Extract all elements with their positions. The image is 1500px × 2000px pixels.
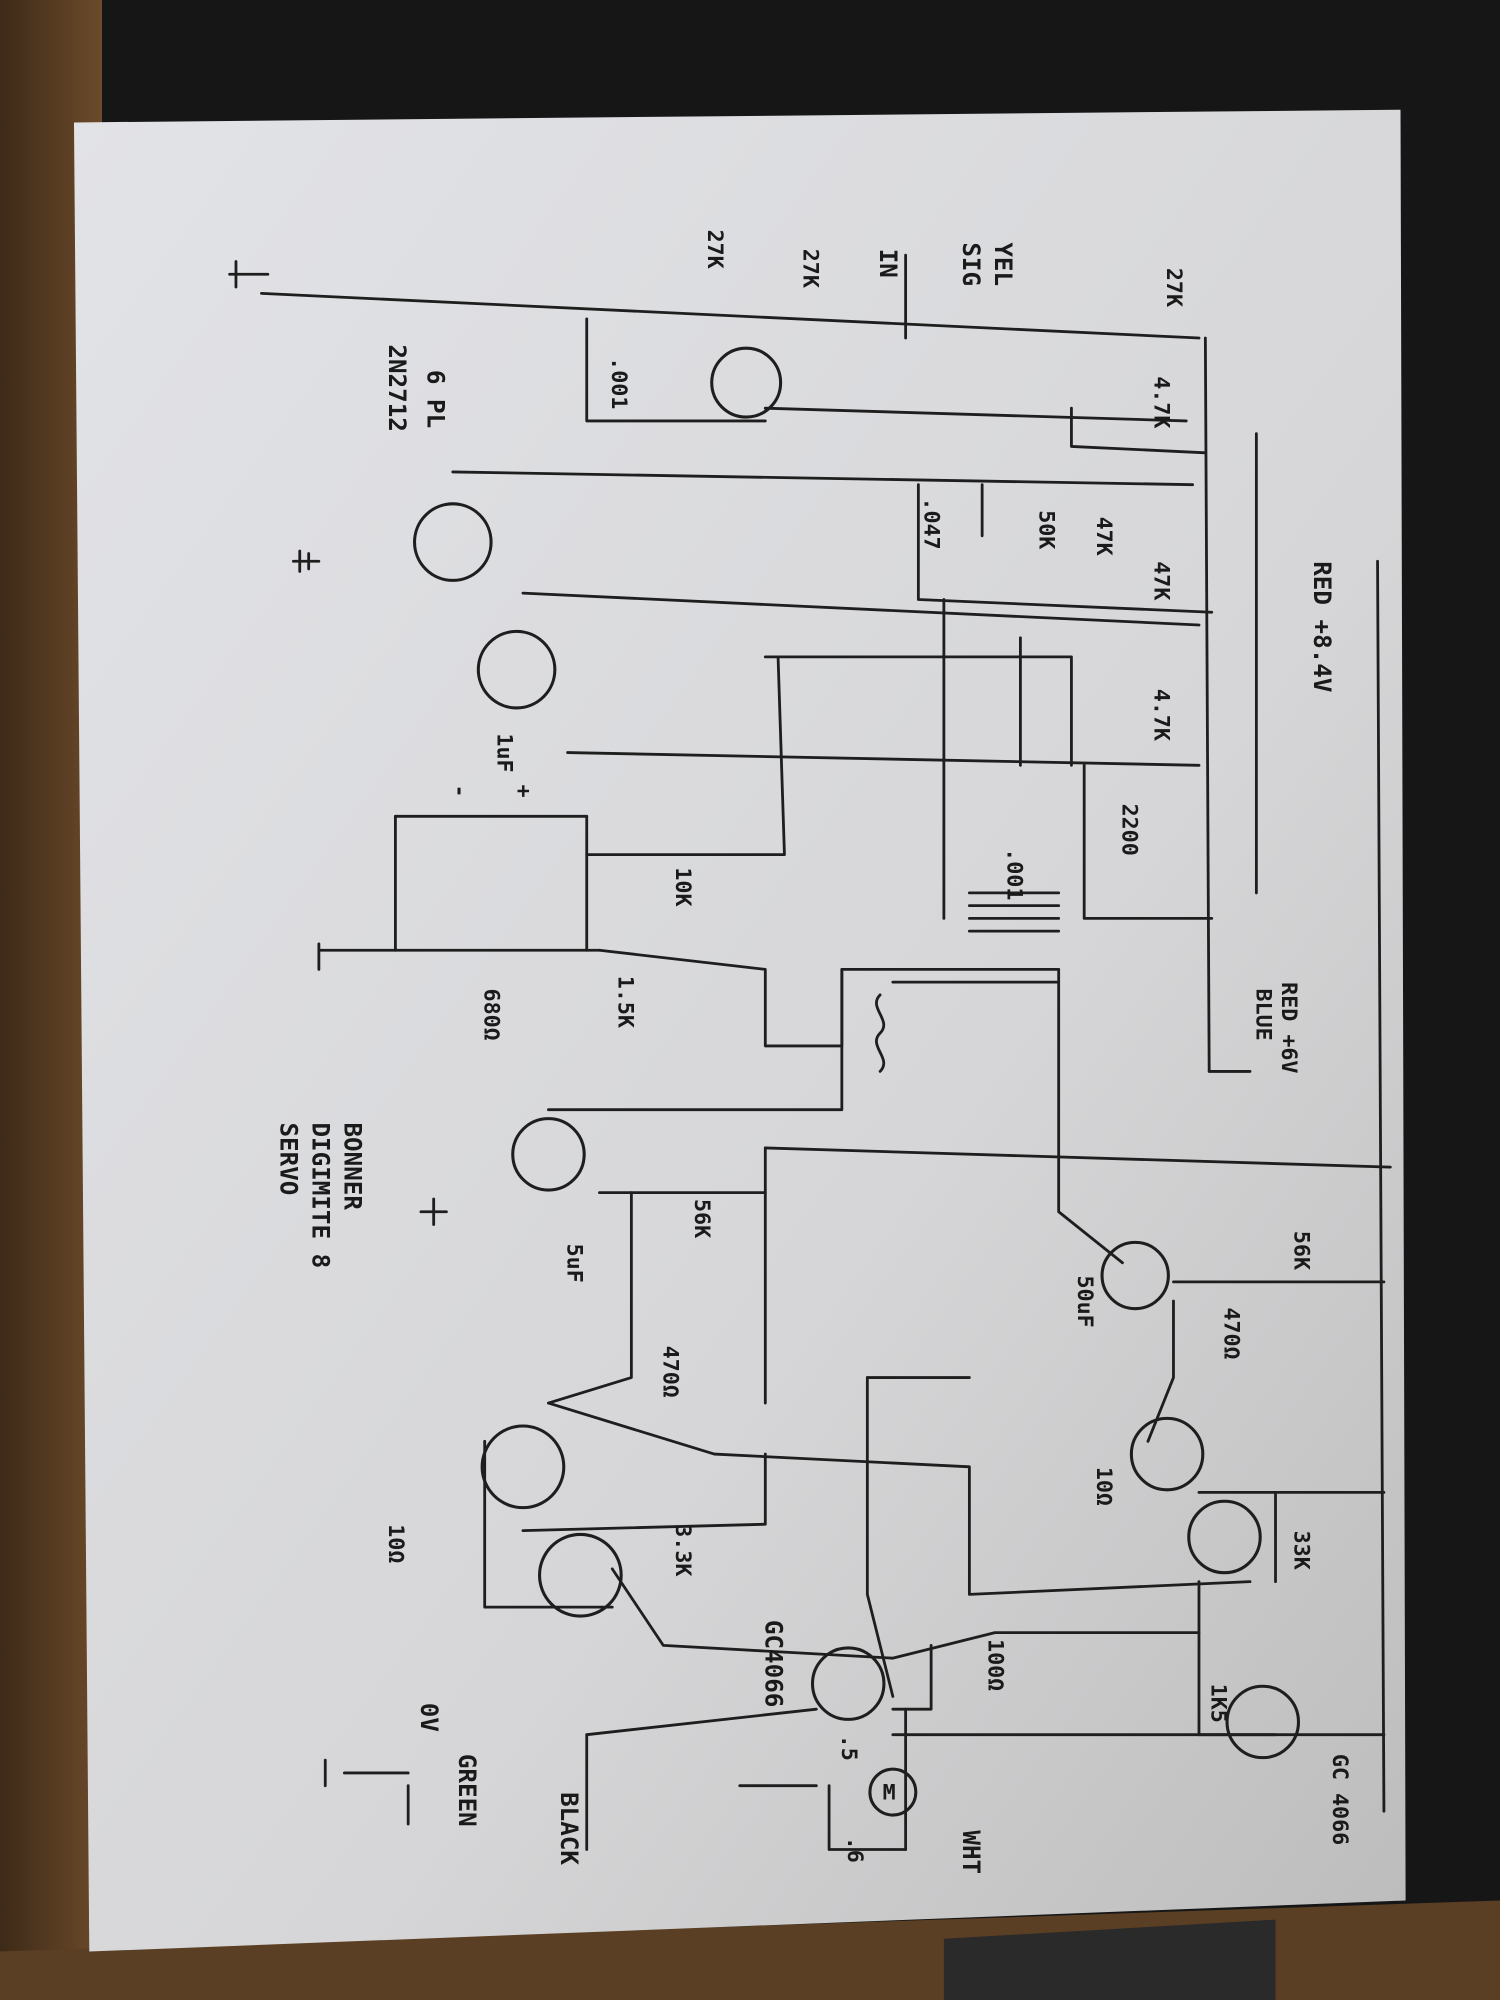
- label-047-cap: .047: [919, 497, 944, 549]
- transistors: M: [413, 346, 1300, 1817]
- transistor-q7: [1187, 1499, 1262, 1575]
- label-27k-c: 27K: [702, 230, 727, 269]
- label-27k-a: 27K: [1161, 268, 1186, 307]
- transistor-gc4066-a: [810, 1646, 886, 1721]
- label-minus: -: [447, 784, 472, 797]
- labels: RED +8.4V RED +6V BLUE YEL SIG IN 27K 27…: [275, 230, 1352, 1875]
- transistor-q6: [1129, 1416, 1205, 1492]
- transistor-q1: [710, 346, 783, 419]
- transistor-q3: [476, 629, 557, 710]
- label-05-cap: .5: [836, 1735, 861, 1761]
- label-47k-b: 47K: [1148, 561, 1173, 600]
- label-47k-a: 47K: [1091, 517, 1116, 556]
- label-33k: 33K: [1289, 1531, 1314, 1570]
- label-10-ohm-a: 10Ω: [1091, 1467, 1116, 1506]
- label-4-7k-a: 4.7K: [1148, 376, 1173, 428]
- label-001-cap-a: .001: [606, 357, 631, 409]
- title-line-2: DIGIMITE 8: [307, 1122, 335, 1268]
- transistor-count-note: 6 PL: [421, 370, 449, 428]
- label-56k-a: 56K: [1289, 1231, 1314, 1270]
- input-in-label: IN: [874, 249, 902, 278]
- schematic-wiring: [228, 253, 1392, 1851]
- label-100-ohm: 100Ω: [983, 1639, 1008, 1691]
- label-470-b: 470Ω: [657, 1346, 682, 1398]
- transistor-q5: [1100, 1240, 1170, 1311]
- input-yel-label: YEL: [989, 242, 1017, 286]
- transistor-q8: [480, 1424, 566, 1510]
- label-50uf: 50uF: [1072, 1276, 1097, 1328]
- supply-red-label: RED +8.4V: [1308, 561, 1336, 692]
- label-4-7k-b: 4.7K: [1148, 689, 1173, 741]
- label-10k: 10K: [670, 867, 695, 906]
- label-1k5: 1K5: [1206, 1684, 1231, 1723]
- transistor-q2: [413, 502, 493, 582]
- label-56k-b: 56K: [689, 1199, 714, 1238]
- label-10-ohm-b: 10Ω: [383, 1524, 408, 1563]
- label-plus: +: [511, 784, 536, 797]
- label-470-a: 470Ω: [1218, 1307, 1243, 1359]
- motor-symbol: [868, 1767, 918, 1817]
- transistor-q9: [538, 1532, 623, 1618]
- label-001-cap-b: .001: [1002, 848, 1027, 900]
- motor-label: M: [883, 1781, 896, 1806]
- box-edge: [943, 1919, 1276, 2000]
- transistor-part-note: 2N2712: [383, 344, 411, 432]
- output-0v-label: 0V: [415, 1703, 443, 1732]
- label-50k-pot: 50K: [1034, 510, 1059, 549]
- title-line-1: BONNER: [338, 1122, 366, 1210]
- transistor-gc4066-b: [1225, 1684, 1300, 1760]
- supply-blue-label: BLUE: [1250, 989, 1275, 1041]
- label-06-cap: .6: [842, 1837, 867, 1863]
- label-3-3k: 3.3K: [670, 1524, 695, 1576]
- label-gc4066-b: GC 4066: [1327, 1754, 1352, 1845]
- supply-red6-label: RED +6V: [1276, 982, 1301, 1073]
- label-2200: 2200: [1116, 804, 1141, 856]
- title-line-3: SERVO: [275, 1122, 303, 1195]
- label-1-5k-pot: 1.5K: [613, 976, 638, 1028]
- output-black-label: BLACK: [555, 1792, 583, 1865]
- paper-sheet: [73, 109, 1406, 1952]
- transistor-q4: [511, 1117, 586, 1192]
- label-27k-b: 27K: [798, 249, 823, 288]
- label-gc4066-a: GC4066: [759, 1620, 787, 1708]
- label-680: 680Ω: [479, 989, 504, 1041]
- output-green-label: GREEN: [453, 1754, 481, 1827]
- label-1uf: 1uF: [491, 733, 516, 772]
- output-wht-label: WHT: [957, 1830, 985, 1874]
- label-5uf: 5uF: [562, 1244, 587, 1283]
- input-sig-label: SIG: [957, 242, 985, 286]
